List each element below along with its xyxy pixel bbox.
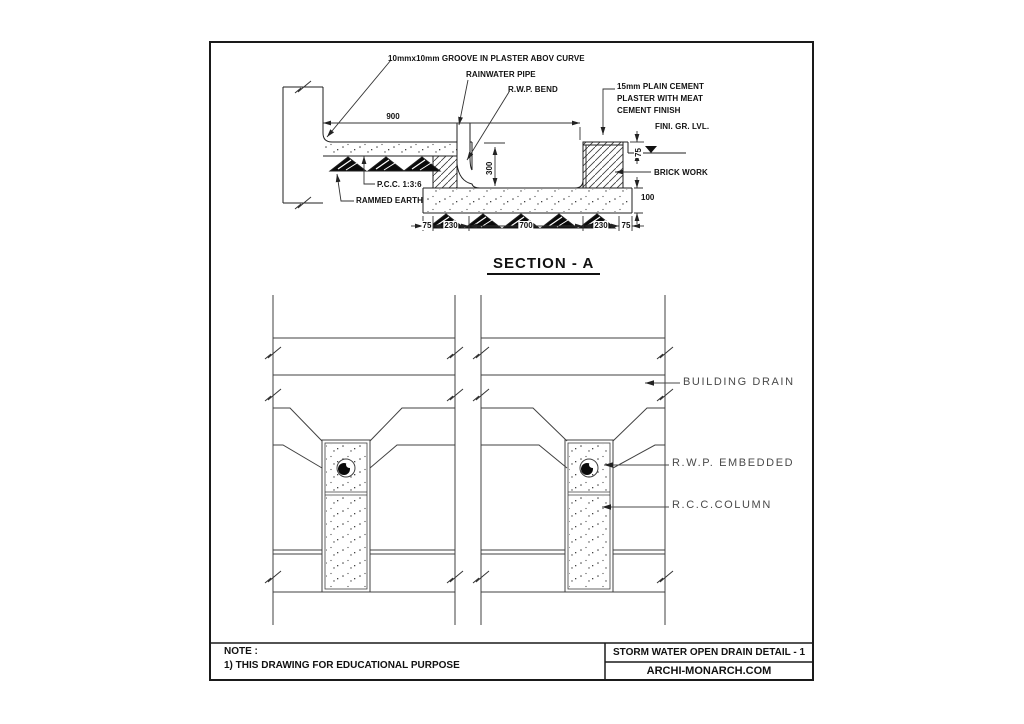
- groove-label: 10mmx10mm GROOVE IN PLASTER ABOV CURVE: [388, 54, 585, 63]
- note-title: NOTE :: [224, 646, 258, 657]
- plaster-label-line3: CEMENT FINISH: [617, 106, 681, 115]
- dim-bottom-75-left: 75: [421, 221, 433, 230]
- note-line: 1) THIS DRAWING FOR EDUCATIONAL PURPOSE: [224, 660, 460, 671]
- finish-ground-level-label: FINI. GR. LVL.: [655, 122, 710, 131]
- dim-bottom-230-left: 230: [443, 221, 459, 230]
- rcc-column-right: [564, 439, 614, 593]
- plaster-label-line1: 15mm PLAIN CEMENT: [617, 82, 705, 91]
- sheet-border: [209, 41, 814, 681]
- rammed-earth-label: RAMMED EARTH: [356, 196, 423, 205]
- pcc-label: P.C.C. 1:3:6: [377, 180, 422, 189]
- rwp-embedded-label: R.W.P. EMBEDDED: [672, 457, 795, 469]
- dim-100: 100: [640, 193, 656, 202]
- brick-work-label: BRICK WORK: [654, 168, 708, 177]
- section-title: SECTION - A: [487, 255, 601, 275]
- rcc-column-label: R.C.C.COLUMN: [672, 499, 772, 511]
- rcc-column-left: [321, 439, 371, 593]
- dim-bottom-75-right: 75: [620, 221, 632, 230]
- plaster-label-line2: PLASTER WITH MEAT: [617, 94, 703, 103]
- website-label: ARCHI-MONARCH.COM: [646, 665, 772, 677]
- plan-drawing: [264, 295, 680, 625]
- drawing-title: STORM WATER OPEN DRAIN DETAIL - 1: [612, 647, 806, 658]
- dim-bottom-230-right: 230: [593, 221, 609, 230]
- dim-75-curb: 75: [634, 147, 643, 158]
- rainwater-pipe-label: RAINWATER PIPE: [466, 70, 536, 79]
- dim-bottom-700: 700: [518, 221, 534, 230]
- section-leaders: [326, 59, 651, 202]
- section-dimensions: [323, 120, 644, 231]
- dim-900: 900: [385, 112, 401, 121]
- rwp-bend-label: R.W.P. BEND: [508, 85, 558, 94]
- dim-300: 300: [485, 160, 494, 176]
- building-drain-label: BUILDING DRAIN: [683, 376, 795, 388]
- section-drawing: [282, 80, 686, 229]
